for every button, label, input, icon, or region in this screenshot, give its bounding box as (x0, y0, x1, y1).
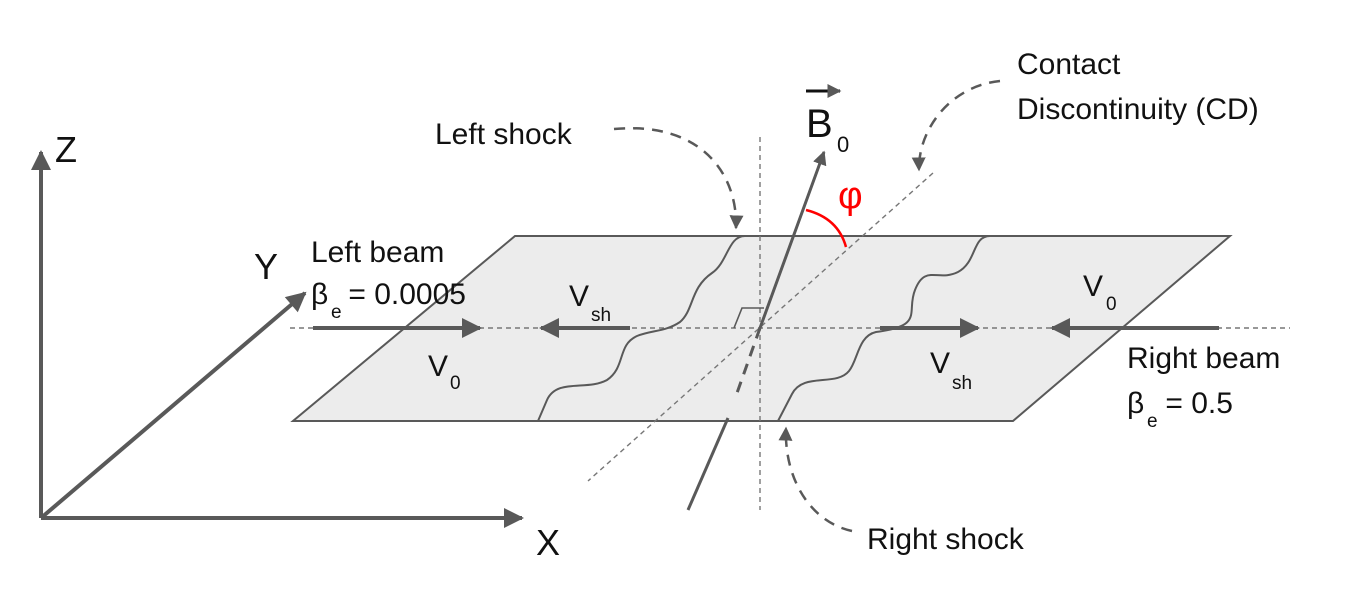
right-vsh-subscript: sh (952, 373, 972, 394)
b-field-subscript: 0 (837, 132, 849, 157)
right-beam-title: Right beam (1127, 342, 1280, 375)
left-v0-subscript: 0 (450, 373, 461, 394)
b-field-line-bottom (686, 417, 730, 511)
right-shock-curve (777, 235, 991, 422)
b-field-line-lower (735, 327, 762, 394)
z-axis-label: Z (55, 129, 77, 170)
left-vsh-subscript: sh (591, 305, 611, 326)
right-shock-pointer (778, 426, 853, 533)
x-axis-label: X (536, 522, 560, 563)
left-shock-label: Left shock (435, 118, 573, 151)
right-vsh-symbol: V (930, 347, 950, 380)
contact-label-line2: Discontinuity (CD) (1017, 93, 1259, 126)
right-v0-symbol: V (1083, 270, 1103, 303)
y-axis-arrow (39, 291, 307, 520)
left-beam-title: Left beam (311, 236, 444, 269)
left-beam-beta-subscript: e (331, 302, 342, 323)
phi-angle-label: φ (838, 175, 863, 217)
left-vsh-symbol: V (569, 280, 589, 313)
left-beam-beta: β (311, 278, 328, 311)
left-beam-beta-value: = 0.0005 (340, 278, 466, 311)
right-angle-marker (733, 307, 764, 329)
left-shock-curve (537, 235, 746, 422)
b-field-line-upper (758, 150, 827, 329)
phi-angle-arc (805, 208, 848, 248)
y-axis-label: Y (254, 246, 278, 287)
b-field-symbol: B (806, 102, 833, 146)
right-beam-beta-value: = 0.5 (1157, 387, 1233, 420)
contact-pointer (911, 79, 1001, 172)
left-v0-symbol: V (428, 350, 448, 383)
right-shock-label: Right shock (867, 523, 1025, 556)
contact-label-line1: Contact (1017, 48, 1121, 81)
right-beam-beta-subscript: e (1147, 411, 1158, 432)
right-beam-beta: β (1127, 387, 1144, 420)
right-v0-subscript: 0 (1106, 294, 1117, 315)
left-shock-pointer (613, 126, 744, 230)
